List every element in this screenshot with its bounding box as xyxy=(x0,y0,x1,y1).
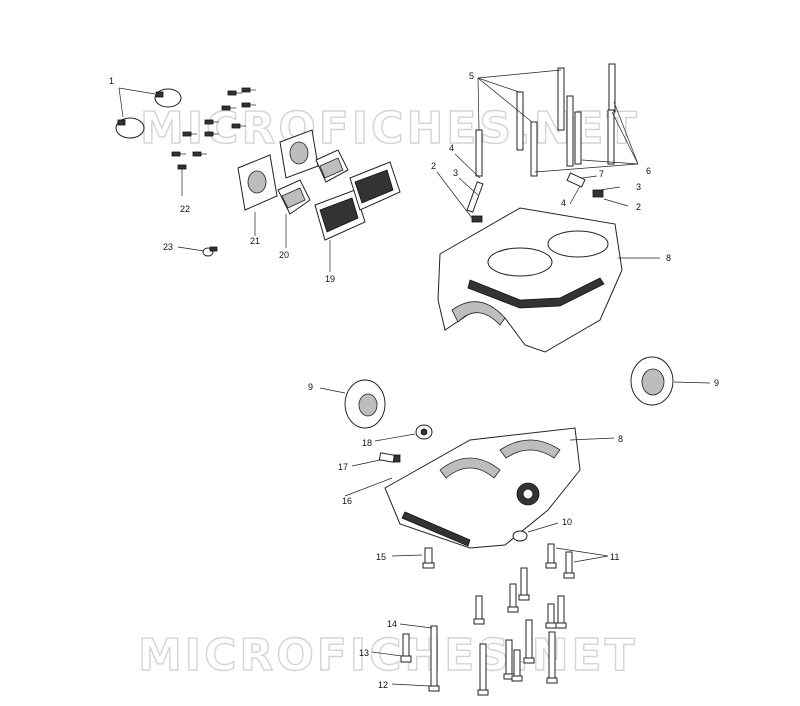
watermark-bottom: MICROFICHES.NET xyxy=(138,630,638,681)
callout-2b: 2 xyxy=(636,202,641,212)
reed-cages xyxy=(314,161,401,272)
callout-1: 1 xyxy=(109,76,114,86)
callout-11: 11 xyxy=(610,552,619,562)
callout-14: 14 xyxy=(387,619,397,629)
callout-3b: 3 xyxy=(636,182,641,192)
callout-20: 20 xyxy=(279,250,289,260)
callout-15: 15 xyxy=(376,552,386,562)
callout-labels: 1 22 21 20 19 23 5 6 2 4 3 7 3 4 2 8 9 9… xyxy=(109,71,719,690)
reed-plates xyxy=(237,129,319,236)
callout-12: 12 xyxy=(378,680,388,690)
lower-crankcase xyxy=(344,427,615,549)
callout-17: 17 xyxy=(338,462,348,472)
callout-9b: 9 xyxy=(714,378,719,388)
seal-right xyxy=(630,356,711,406)
callout-2a: 2 xyxy=(431,161,436,171)
callout-21: 21 xyxy=(250,236,260,246)
callout-16: 16 xyxy=(342,496,352,506)
callout-4b: 4 xyxy=(561,198,566,208)
callout-9a: 9 xyxy=(308,382,313,392)
reed-spacers xyxy=(277,149,349,248)
fitting-17 xyxy=(351,452,401,467)
callout-10: 10 xyxy=(562,517,572,527)
upper-crankcase xyxy=(437,207,660,353)
bushing-18 xyxy=(374,424,433,442)
callout-4a: 4 xyxy=(449,143,454,153)
callout-5: 5 xyxy=(469,71,474,81)
dowels-fittings xyxy=(436,153,629,223)
seal-left xyxy=(319,379,386,429)
plug-10 xyxy=(512,522,559,542)
callout-8a: 8 xyxy=(666,253,671,263)
hose-clamps xyxy=(115,87,182,139)
studs xyxy=(475,63,639,177)
callout-18: 18 xyxy=(362,438,372,448)
fitting-23 xyxy=(177,246,218,257)
callout-13: 13 xyxy=(359,648,369,658)
callout-7: 7 xyxy=(599,169,604,179)
bolts-upper xyxy=(391,543,609,629)
callout-6: 6 xyxy=(646,166,651,176)
bolts-lower xyxy=(371,619,558,696)
callout-19: 19 xyxy=(325,274,335,284)
screw-cluster xyxy=(171,87,256,196)
watermark-top: MICROFICHES.NET xyxy=(140,103,640,154)
callout-22: 22 xyxy=(180,204,190,214)
callout-23: 23 xyxy=(163,242,173,252)
callout-8b: 8 xyxy=(618,434,623,444)
callout-3a: 3 xyxy=(453,168,458,178)
